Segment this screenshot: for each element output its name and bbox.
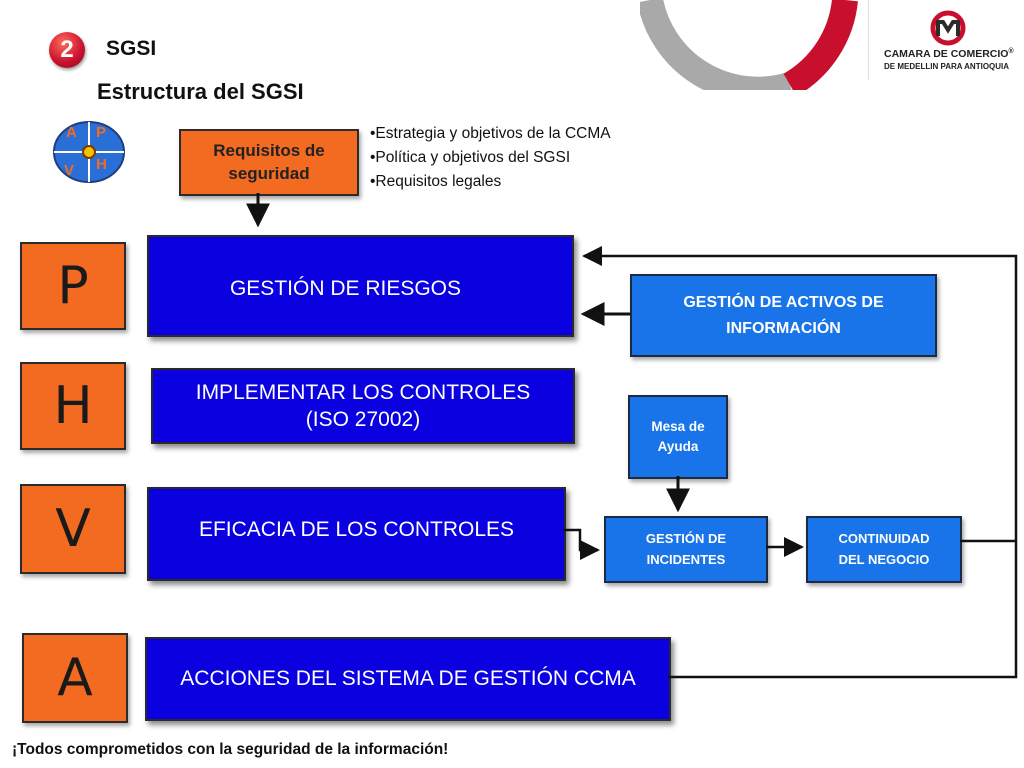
arrow-eficacia-to-incidentes <box>563 528 600 560</box>
phase-letter-a: A <box>22 633 128 723</box>
logo-text-line1: CAMARA DE COMERCIO® <box>884 48 1014 60</box>
pdca-wheel: A P V H <box>52 120 126 184</box>
list-item: •Estrategia y objetivos de la CCMA <box>370 125 611 142</box>
feedback-loop-line <box>582 246 1018 679</box>
requirements-list: •Estrategia y objetivos de la CCMA •Polí… <box>370 122 611 194</box>
mesa-ayuda-box: Mesa de Ayuda <box>628 395 728 479</box>
phase-letter-v: V <box>20 484 126 574</box>
step-badge: 2 <box>49 32 85 68</box>
acciones-sistema-box: ACCIONES DEL SISTEMA DE GESTIÓN CCMA <box>145 637 671 721</box>
decorative-arc <box>640 0 858 90</box>
implementar-controles-box: IMPLEMENTAR LOS CONTROLES (ISO 27002) <box>151 368 575 444</box>
list-item: •Política y objetivos del SGSI <box>370 149 571 166</box>
wheel-letter-v: V <box>64 162 75 179</box>
phase-letter-p: P <box>20 242 126 330</box>
wheel-letter-p: P <box>96 124 107 141</box>
wheel-letter-h: H <box>96 156 107 173</box>
section-label: SGSI <box>106 37 157 60</box>
logo-mark-icon <box>930 10 966 46</box>
wheel-letter-a: A <box>66 124 77 141</box>
requirements-box: Requisitos de seguridad <box>179 129 359 196</box>
list-item: •Requisitos legales <box>370 173 502 190</box>
logo-text-line2: DE MEDELLIN PARA ANTIOQUIA <box>884 62 1010 71</box>
gestion-activos-box: GESTIÓN DE ACTIVOS DE INFORMACIÓN <box>630 274 937 357</box>
gestion-riesgos-box: GESTIÓN DE RIESGOS <box>147 235 574 337</box>
gestion-incidentes-box: GESTIÓN DE INCIDENTES <box>604 516 768 583</box>
company-logo: CAMARA DE COMERCIO® DE MEDELLIN PARA ANT… <box>880 10 1020 76</box>
eficacia-controles-box: EFICACIA DE LOS CONTROLES <box>147 487 566 581</box>
header-divider <box>868 0 869 80</box>
continuidad-negocio-box: CONTINUIDAD DEL NEGOCIO <box>806 516 962 583</box>
phase-letter-h: H <box>20 362 126 450</box>
page-title: Estructura del SGSI <box>97 79 304 104</box>
footer-slogan: ¡Todos comprometidos con la seguridad de… <box>12 741 449 758</box>
